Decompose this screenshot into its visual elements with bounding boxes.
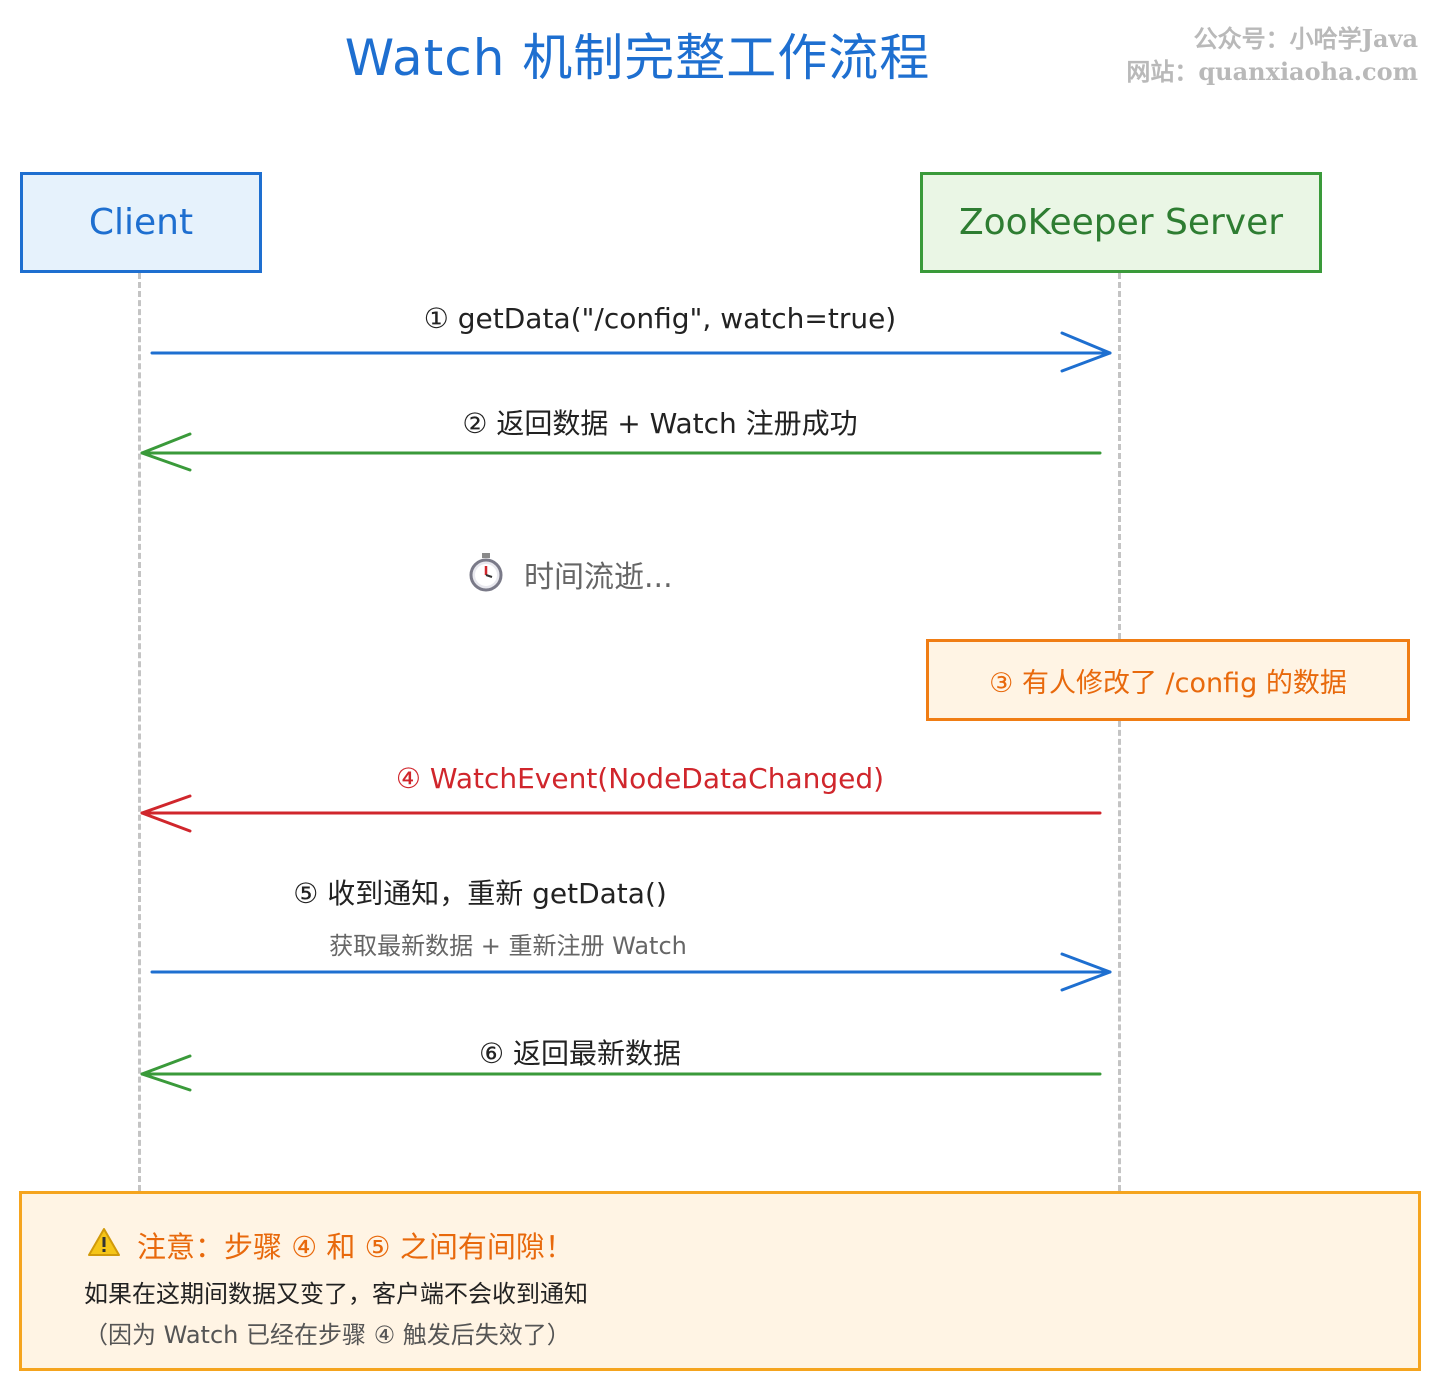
message-4-label: ④ WatchEvent(NodeDataChanged) [395,762,885,795]
arrow-return-latest [140,1054,1102,1092]
warning-icon [87,1227,121,1264]
note-line-1: 如果在这期间数据又变了，客户端不会收到通知 [84,1280,588,1308]
watermark: 公众号：小哈学Java 网站：quanxiaoha.com [1126,22,1418,88]
arrow-return-register [140,432,1102,472]
client-lifeline [138,273,141,1191]
message-1-label: ① getData("/config", watch=true) [423,302,897,335]
server-lifeline-lower [1118,721,1121,1191]
arrow-watch-event [140,794,1102,833]
watermark-line-2: 网站：quanxiaoha.com [1126,57,1418,86]
note-title: 注意：步骤 ④ 和 ⑤ 之间有间隙！ [137,1230,574,1264]
note-line-2: （因为 Watch 已经在步骤 ④ 触发后失效了） [84,1321,571,1349]
stopwatch-icon [466,551,506,597]
diagram-title: Watch 机制完整工作流程 [344,29,931,87]
time-passing-text: 时间流逝... [524,560,673,595]
server-actor: ZooKeeper Server [920,172,1322,273]
arrow-getdata [150,331,1112,373]
message-6-label: ⑥ 返回最新数据 [478,1037,681,1070]
warning-note: 注意：步骤 ④ 和 ⑤ 之间有间隙！ 如果在这期间数据又变了，客户端不会收到通知… [19,1191,1421,1371]
message-5-sublabel: 获取最新数据 + 重新注册 Watch [329,932,687,960]
watermark-line-1: 公众号：小哈学Java [1193,24,1418,53]
server-event-box: ③ 有人修改了 /config 的数据 [926,639,1410,721]
message-5-label: ⑤ 收到通知，重新 getData() [293,877,667,910]
time-passing: 时间流逝... [466,551,673,597]
arrow-re-getdata [150,952,1112,992]
message-2-label: ② 返回数据 + Watch 注册成功 [462,407,858,440]
server-lifeline [1118,273,1121,639]
note-title-row: 注意：步骤 ④ 和 ⑤ 之间有间隙！ [87,1224,574,1266]
client-actor: Client [20,172,262,273]
